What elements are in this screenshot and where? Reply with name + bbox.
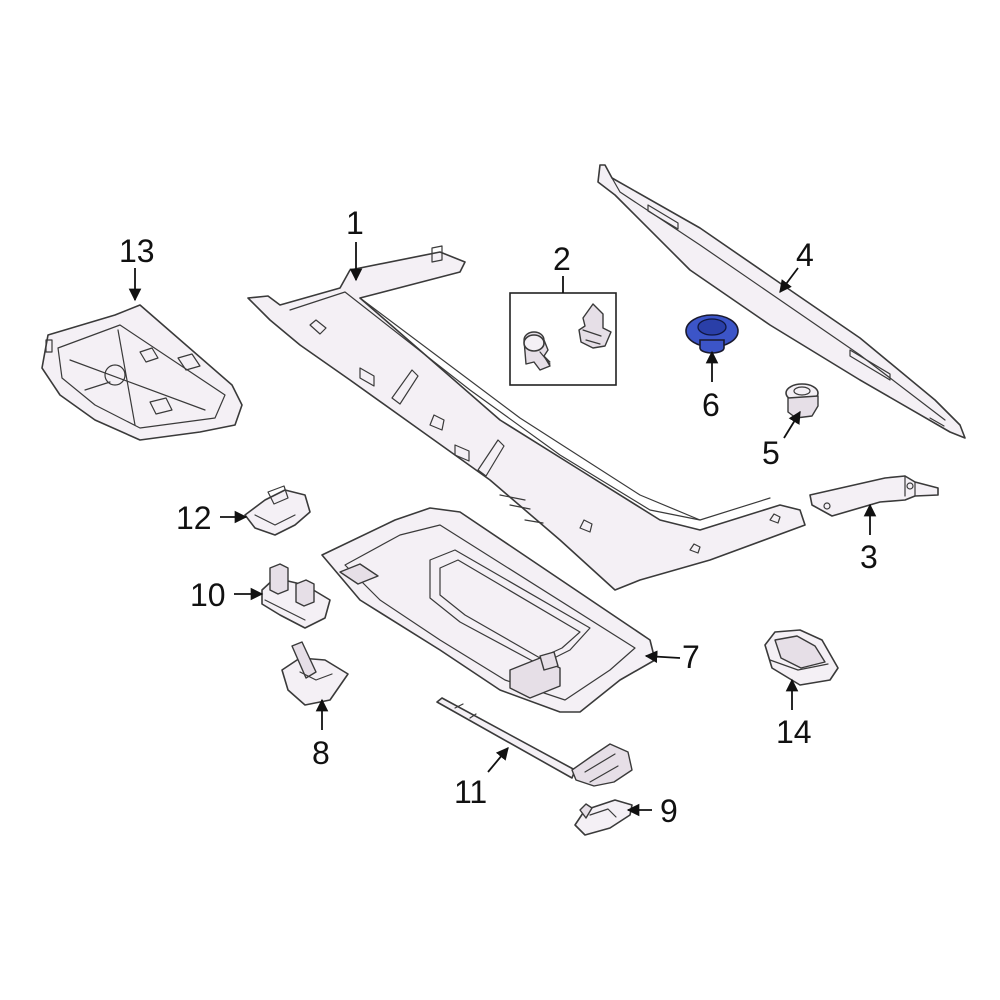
callout-8: 8	[312, 698, 330, 771]
callout-3: 3	[860, 503, 878, 575]
part-3-bracket[interactable]	[809, 475, 939, 517]
callout-5: 5	[762, 410, 801, 471]
svg-text:11: 11	[454, 774, 487, 810]
callout-11: 11	[454, 747, 509, 810]
part-14-lamp[interactable]	[764, 629, 839, 686]
svg-text:3: 3	[860, 539, 878, 575]
svg-text:1: 1	[346, 205, 364, 241]
part-6-grommet[interactable]	[685, 314, 739, 354]
part-9-clip[interactable]	[574, 799, 633, 836]
callout-2: 2	[553, 241, 571, 293]
part-12-clip[interactable]	[244, 485, 311, 536]
svg-text:2: 2	[553, 241, 571, 277]
svg-text:7: 7	[682, 639, 700, 675]
part-8-visor-clip[interactable]	[281, 641, 349, 706]
part-2-clip-set[interactable]	[509, 292, 617, 386]
callout-10: 10	[190, 577, 264, 613]
part-4-roof-rail[interactable]	[597, 164, 966, 439]
callout-6: 6	[702, 350, 720, 423]
svg-text:8: 8	[312, 735, 330, 771]
part-1-trim-panel[interactable]	[247, 245, 806, 591]
svg-text:10: 10	[190, 577, 226, 613]
svg-text:5: 5	[762, 435, 780, 471]
svg-text:13: 13	[119, 233, 155, 269]
svg-text:12: 12	[176, 500, 212, 536]
part-11-visor-rod[interactable]	[436, 697, 633, 787]
callout-9: 9	[626, 793, 678, 829]
part-10-clip-mount[interactable]	[261, 563, 331, 629]
callout-12: 12	[176, 500, 248, 536]
part-7-sun-visor[interactable]	[321, 507, 656, 713]
part-5-nut[interactable]	[785, 383, 819, 419]
svg-text:4: 4	[796, 237, 814, 273]
callout-13: 13	[119, 233, 155, 302]
callout-1: 1	[346, 205, 364, 282]
svg-text:9: 9	[660, 793, 678, 829]
svg-text:14: 14	[776, 714, 812, 750]
svg-text:6: 6	[702, 387, 720, 423]
callout-14: 14	[776, 678, 812, 750]
callout-7: 7	[644, 639, 700, 675]
part-13-overhead-console[interactable]	[41, 304, 243, 441]
callout-4: 4	[779, 237, 814, 294]
